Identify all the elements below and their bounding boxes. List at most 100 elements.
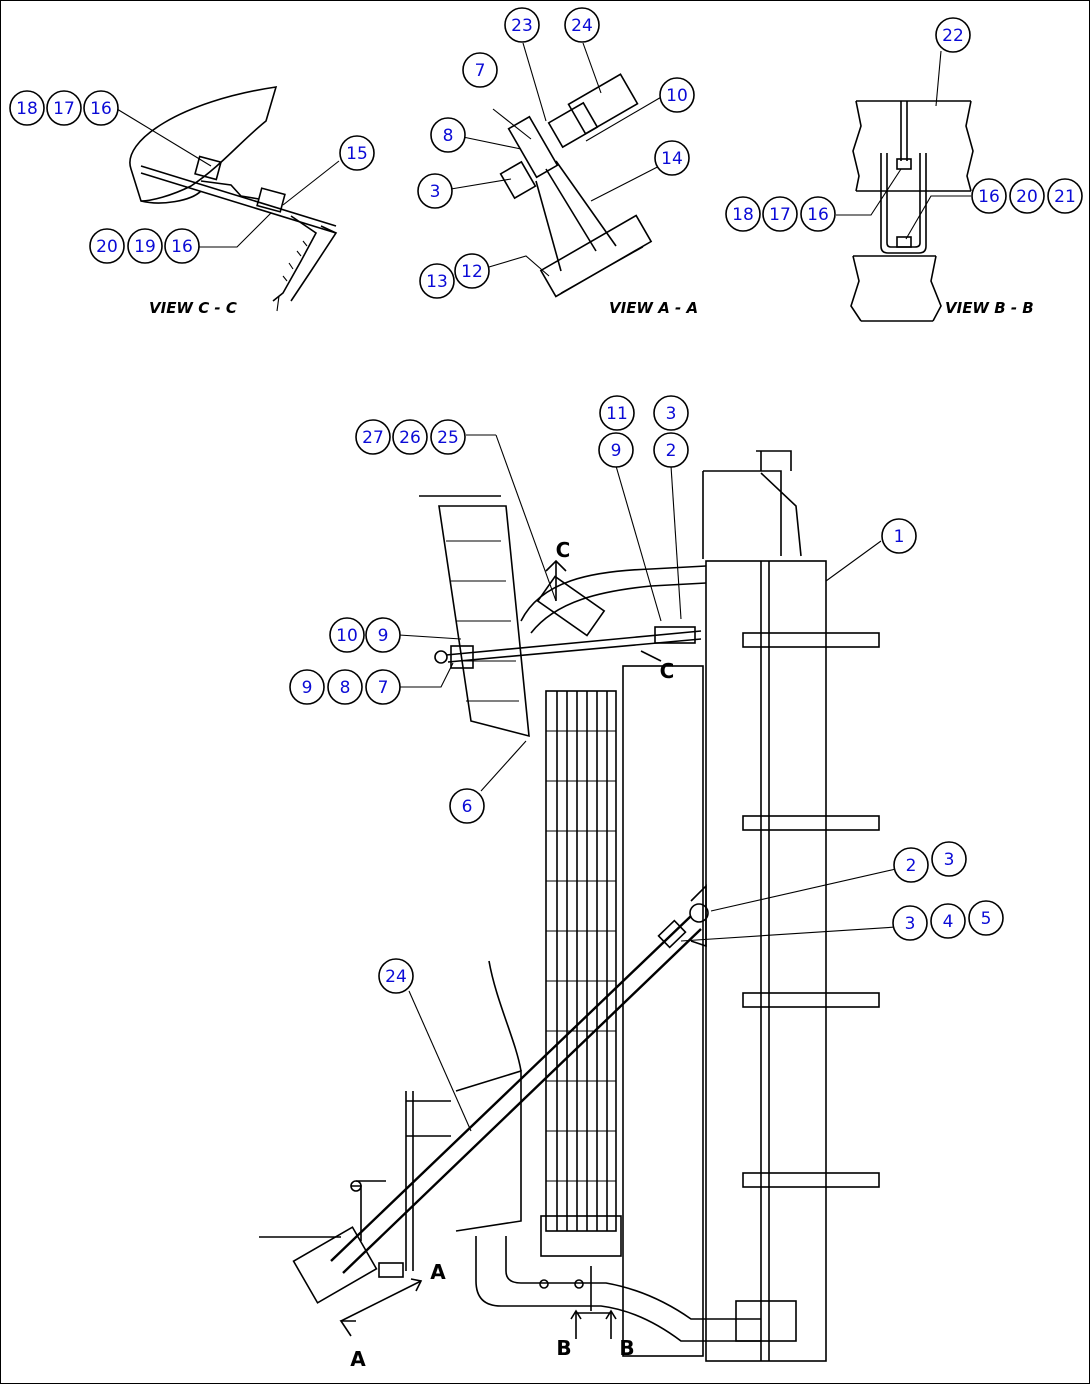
callout-m-2b: 2 [893, 847, 929, 883]
callout-number: 2 [906, 856, 917, 876]
callout-number: 20 [96, 237, 118, 257]
callout-m-9a: 9 [598, 432, 634, 468]
callout-number: 17 [769, 205, 791, 225]
callout-circle [653, 432, 689, 468]
callout-vb-20: 20 [1009, 178, 1045, 214]
callout-circle [417, 173, 453, 209]
section-mark-b-left: B [556, 1336, 571, 1360]
callout-number: 8 [340, 678, 351, 698]
callout-circle [971, 178, 1007, 214]
callout-va-14: 14 [654, 140, 690, 176]
callout-number: 16 [90, 99, 112, 119]
callout-number: 3 [666, 404, 677, 424]
main-assembly [259, 434, 897, 1362]
callout-vc-16: 16 [83, 90, 119, 126]
callout-m-2a: 2 [653, 432, 689, 468]
section-mark-b-right: B [619, 1336, 634, 1360]
callout-circle [329, 617, 365, 653]
section-mark-a-lower: A [350, 1347, 366, 1371]
callout-circle [46, 90, 82, 126]
callout-circle [430, 117, 466, 153]
callout-circle [654, 140, 690, 176]
callout-va-3: 3 [417, 173, 453, 209]
core-bands [546, 730, 616, 1182]
callout-vc-15: 15 [339, 135, 375, 171]
callout-circle [365, 669, 401, 705]
callout-number: 3 [944, 850, 955, 870]
callout-number: 9 [378, 626, 389, 646]
callout-vc-18: 18 [9, 90, 45, 126]
callout-number: 17 [53, 99, 75, 119]
callout-number: 16 [807, 205, 829, 225]
section-mark-a-right: A [430, 1260, 446, 1284]
callout-number: 23 [511, 16, 533, 36]
callout-m-3a: 3 [653, 395, 689, 431]
callout-circle [462, 52, 498, 88]
callout-circle [881, 518, 917, 554]
callout-number: 20 [1016, 187, 1038, 207]
callout-va-13: 13 [419, 263, 455, 299]
callout-vb-22: 22 [935, 17, 971, 53]
view-a-a-detail: VIEW A - A [450, 42, 698, 317]
view-c-c-title: VIEW C - C [149, 299, 237, 317]
callout-number: 24 [571, 16, 593, 36]
callout-m-3b: 3 [931, 841, 967, 877]
callout-circle [653, 395, 689, 431]
callout-number: 10 [336, 626, 358, 646]
callout-vb-17: 17 [762, 196, 798, 232]
view-a-a-title: VIEW A - A [609, 299, 698, 317]
callout-circle [504, 7, 540, 43]
callout-number: 4 [943, 912, 954, 932]
callout-circle [327, 669, 363, 705]
callout-number: 3 [430, 182, 441, 202]
callout-number: 6 [462, 797, 473, 817]
callout-m-8: 8 [327, 669, 363, 705]
view-b-b-title: VIEW B - B [945, 299, 1034, 317]
callout-number: 22 [942, 26, 964, 46]
callout-vb-18: 18 [725, 196, 761, 232]
section-marks: C C A A B B [350, 538, 674, 1371]
callout-m-9c: 9 [289, 669, 325, 705]
callout-circle [931, 841, 967, 877]
callout-circle [392, 419, 428, 455]
callout-m-26: 26 [392, 419, 428, 455]
callout-m-6: 6 [449, 788, 485, 824]
callout-vc-17: 17 [46, 90, 82, 126]
callout-vb-16: 16 [971, 178, 1007, 214]
callout-number: 18 [732, 205, 754, 225]
section-mark-c-upper: C [556, 538, 571, 562]
callout-number: 5 [981, 909, 992, 929]
callout-circle [89, 228, 125, 264]
callout-circle [419, 263, 455, 299]
callout-m-24: 24 [378, 958, 414, 994]
callout-circle [968, 900, 1004, 936]
callout-number: 21 [1054, 187, 1076, 207]
callout-number: 7 [378, 678, 389, 698]
callout-circle [339, 135, 375, 171]
callout-va-12: 12 [454, 253, 490, 289]
callout-number: 18 [16, 99, 38, 119]
callout-circle [599, 395, 635, 431]
callout-vc-16b: 16 [164, 228, 200, 264]
callout-circle [659, 77, 695, 113]
callout-number: 7 [475, 61, 486, 81]
callout-circle [762, 196, 798, 232]
callout-circle [1009, 178, 1045, 214]
section-mark-c-lower: C [660, 659, 675, 683]
callout-m-11: 11 [599, 395, 635, 431]
callout-number: 10 [666, 86, 688, 106]
callout-circle [725, 196, 761, 232]
callout-circle [800, 196, 836, 232]
callout-circle [164, 228, 200, 264]
callout-m-7: 7 [365, 669, 401, 705]
callout-number: 3 [905, 914, 916, 934]
callout-vb-16b: 16 [800, 196, 836, 232]
callout-number: 24 [385, 967, 407, 987]
callout-circle [893, 847, 929, 883]
callout-number: 12 [461, 262, 483, 282]
callout-circle [454, 253, 490, 289]
view-b-b-detail: VIEW B - B [836, 50, 1034, 322]
callout-number: 26 [399, 428, 421, 448]
